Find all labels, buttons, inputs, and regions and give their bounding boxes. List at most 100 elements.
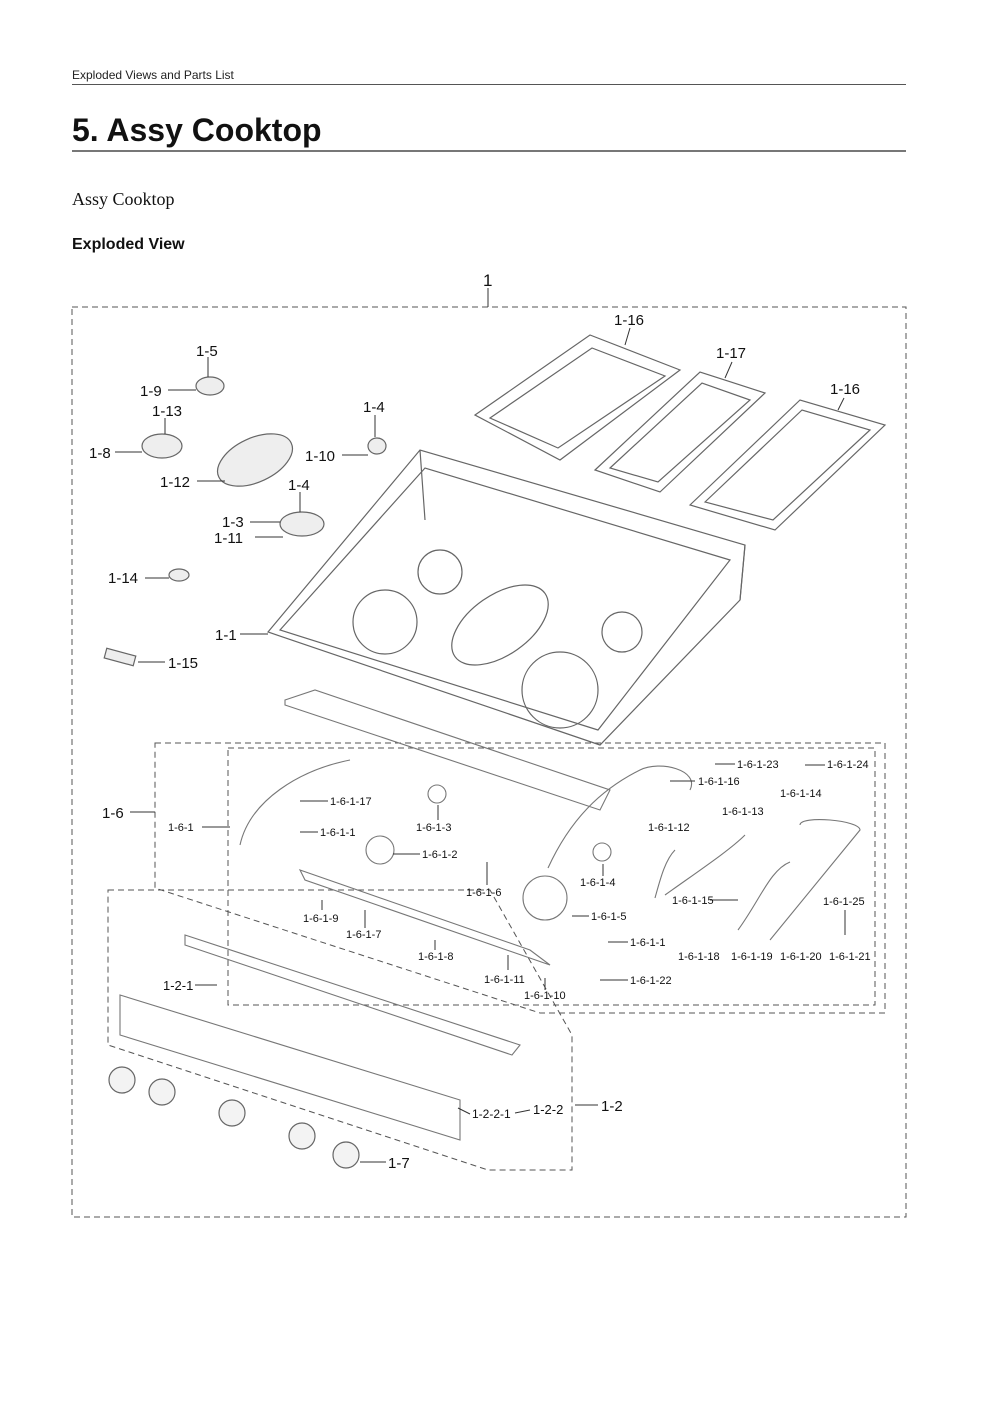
- part-label: 1-6-1-18: [678, 951, 720, 963]
- gas-tube-1-6-1-12: [654, 849, 676, 899]
- part-label: 1-3: [222, 514, 244, 531]
- burner-cap-simmer: [168, 568, 190, 582]
- grate-left: [473, 334, 682, 461]
- large-burner-base: [522, 875, 568, 921]
- burner-opening-3: [601, 611, 643, 653]
- part-label: 1-6-1-2: [422, 849, 457, 861]
- knob-2[interactable]: [148, 1078, 176, 1106]
- cooktop-body: [266, 449, 746, 746]
- header-divider: [72, 84, 906, 85]
- part-label: 1-16: [830, 381, 860, 398]
- part-label: 1-14: [108, 570, 138, 587]
- small-parts-group: [103, 376, 387, 667]
- part-label: 1-6-1: [168, 822, 194, 834]
- burner-cap-medium: [141, 433, 183, 459]
- support-bracket: [284, 689, 611, 811]
- oval-burner-opening: [451, 584, 549, 666]
- internal-parts: [119, 689, 861, 1141]
- part-label: 1-16: [614, 312, 644, 329]
- gas-tube-1-6-1-14: [769, 819, 861, 941]
- part-label: 1-4: [288, 477, 310, 494]
- knobs-group: [108, 1066, 360, 1169]
- part-label: 1-15: [168, 655, 198, 672]
- gas-tube-1-6-1-17: [239, 759, 351, 846]
- knob-5[interactable]: [332, 1141, 360, 1169]
- burner-opening-4: [521, 651, 599, 729]
- part-label: 1-6-1-16: [698, 776, 740, 788]
- title-divider: [72, 150, 906, 152]
- part-label: 1-6-1-22: [630, 975, 672, 987]
- burner-opening-2: [352, 589, 418, 655]
- grates-group: [473, 334, 887, 531]
- part-label: 1-1: [215, 627, 237, 644]
- part-label: 1-2-2: [533, 1102, 563, 1117]
- part-label: 1-4: [363, 399, 385, 416]
- part-label: 1-17: [716, 345, 746, 362]
- oval-burner-cap: [216, 433, 294, 487]
- assy-boundary-1-6: [154, 742, 886, 1014]
- part-label: 1-2: [601, 1098, 623, 1115]
- part-labels: 1 1-16 1-17 1-16 1-5 1-9 1-13 1-8 1-4 1-…: [89, 271, 860, 822]
- burner-cap-small: [195, 376, 225, 396]
- lower-part-labels: 1-2-1 1-2-2-1 1-2-2 1-2 1-7: [163, 978, 623, 1172]
- knob-4[interactable]: [288, 1122, 316, 1150]
- part-label: 1-2-1: [163, 978, 193, 993]
- part-label: 1-6-1-19: [731, 951, 773, 963]
- control-panel-front: [119, 994, 461, 1141]
- cooktop-panel-inner: [278, 467, 732, 731]
- part-label: 1-6-1-11: [484, 974, 525, 986]
- part-label: 1-6-1-3: [416, 822, 451, 834]
- part-label: 1-6-1-20: [780, 951, 822, 963]
- part-label: 1-5: [196, 343, 218, 360]
- part-label: 1-8: [89, 445, 111, 462]
- burner-opening-1: [417, 549, 463, 595]
- burner-base-1-6-1-3: [427, 784, 447, 804]
- part-label: 1-6-1-1: [630, 937, 665, 949]
- leader-lines: [115, 288, 846, 1163]
- part-label: 1-2-2-1: [472, 1107, 511, 1121]
- grate-center-inner: [608, 382, 752, 483]
- part-label: 1: [483, 271, 492, 290]
- knob-3[interactable]: [218, 1099, 246, 1127]
- grate-center: [593, 371, 767, 493]
- assy-boundary-1-2: [107, 889, 573, 1171]
- part-label: 1-10: [305, 448, 335, 465]
- part-label: 1-11: [214, 530, 243, 547]
- part-label: 1-6-1-13: [722, 806, 764, 818]
- part-label: 1-6-1-9: [303, 913, 338, 925]
- grate-left-inner: [488, 347, 667, 449]
- part-label: 1-6-1-4: [580, 877, 615, 889]
- subtitle: Assy Cooktop: [72, 189, 175, 209]
- sub-part-labels: 1-6-1 1-6-1-17 1-6-1-1 1-6-1-3 1-6-1-2 1…: [168, 759, 871, 1002]
- running-header: Exploded Views and Parts List: [72, 68, 234, 82]
- part-label: 1-6-1-12: [648, 822, 690, 834]
- part-label: 1-6-1-10: [524, 990, 566, 1002]
- part-label: 1-6-1-24: [827, 759, 869, 771]
- gas-tube-1-6-1-16: [547, 765, 693, 869]
- knob-1[interactable]: [108, 1066, 136, 1094]
- part-label: 1-6: [102, 805, 124, 822]
- grate-right: [688, 399, 887, 531]
- part-label: 1-6-1-14: [780, 788, 822, 800]
- part-label: 1-13: [152, 403, 182, 420]
- part-label: 1-6-1-15: [672, 895, 714, 907]
- section-heading: Exploded View: [72, 236, 185, 253]
- part-label: 1-6-1-7: [346, 929, 381, 941]
- part-label: 1-6-1-17: [330, 796, 372, 808]
- part-label: 1-6-1-1: [320, 827, 355, 839]
- gas-tube-1-6-1-15: [737, 861, 791, 931]
- part-label: 1-6-1-8: [418, 951, 453, 963]
- part-label: 1-12: [160, 474, 190, 491]
- burner-base-1-6-1-2: [365, 835, 395, 865]
- grate-right-inner: [703, 409, 872, 521]
- page-title: 5. Assy Cooktop: [72, 112, 322, 148]
- assy-boundary-1-6-1: [227, 747, 876, 1006]
- part-label: 1-6-1-21: [829, 951, 871, 963]
- burner-base-1-6-1-4: [592, 842, 612, 862]
- part-label: 1-6-1-6: [466, 887, 501, 899]
- control-panel-bracket: [184, 934, 521, 1056]
- assy-boundary-1: [71, 306, 907, 1218]
- part-label: 1-6-1-5: [591, 911, 626, 923]
- burner-cap-mini: [367, 437, 387, 455]
